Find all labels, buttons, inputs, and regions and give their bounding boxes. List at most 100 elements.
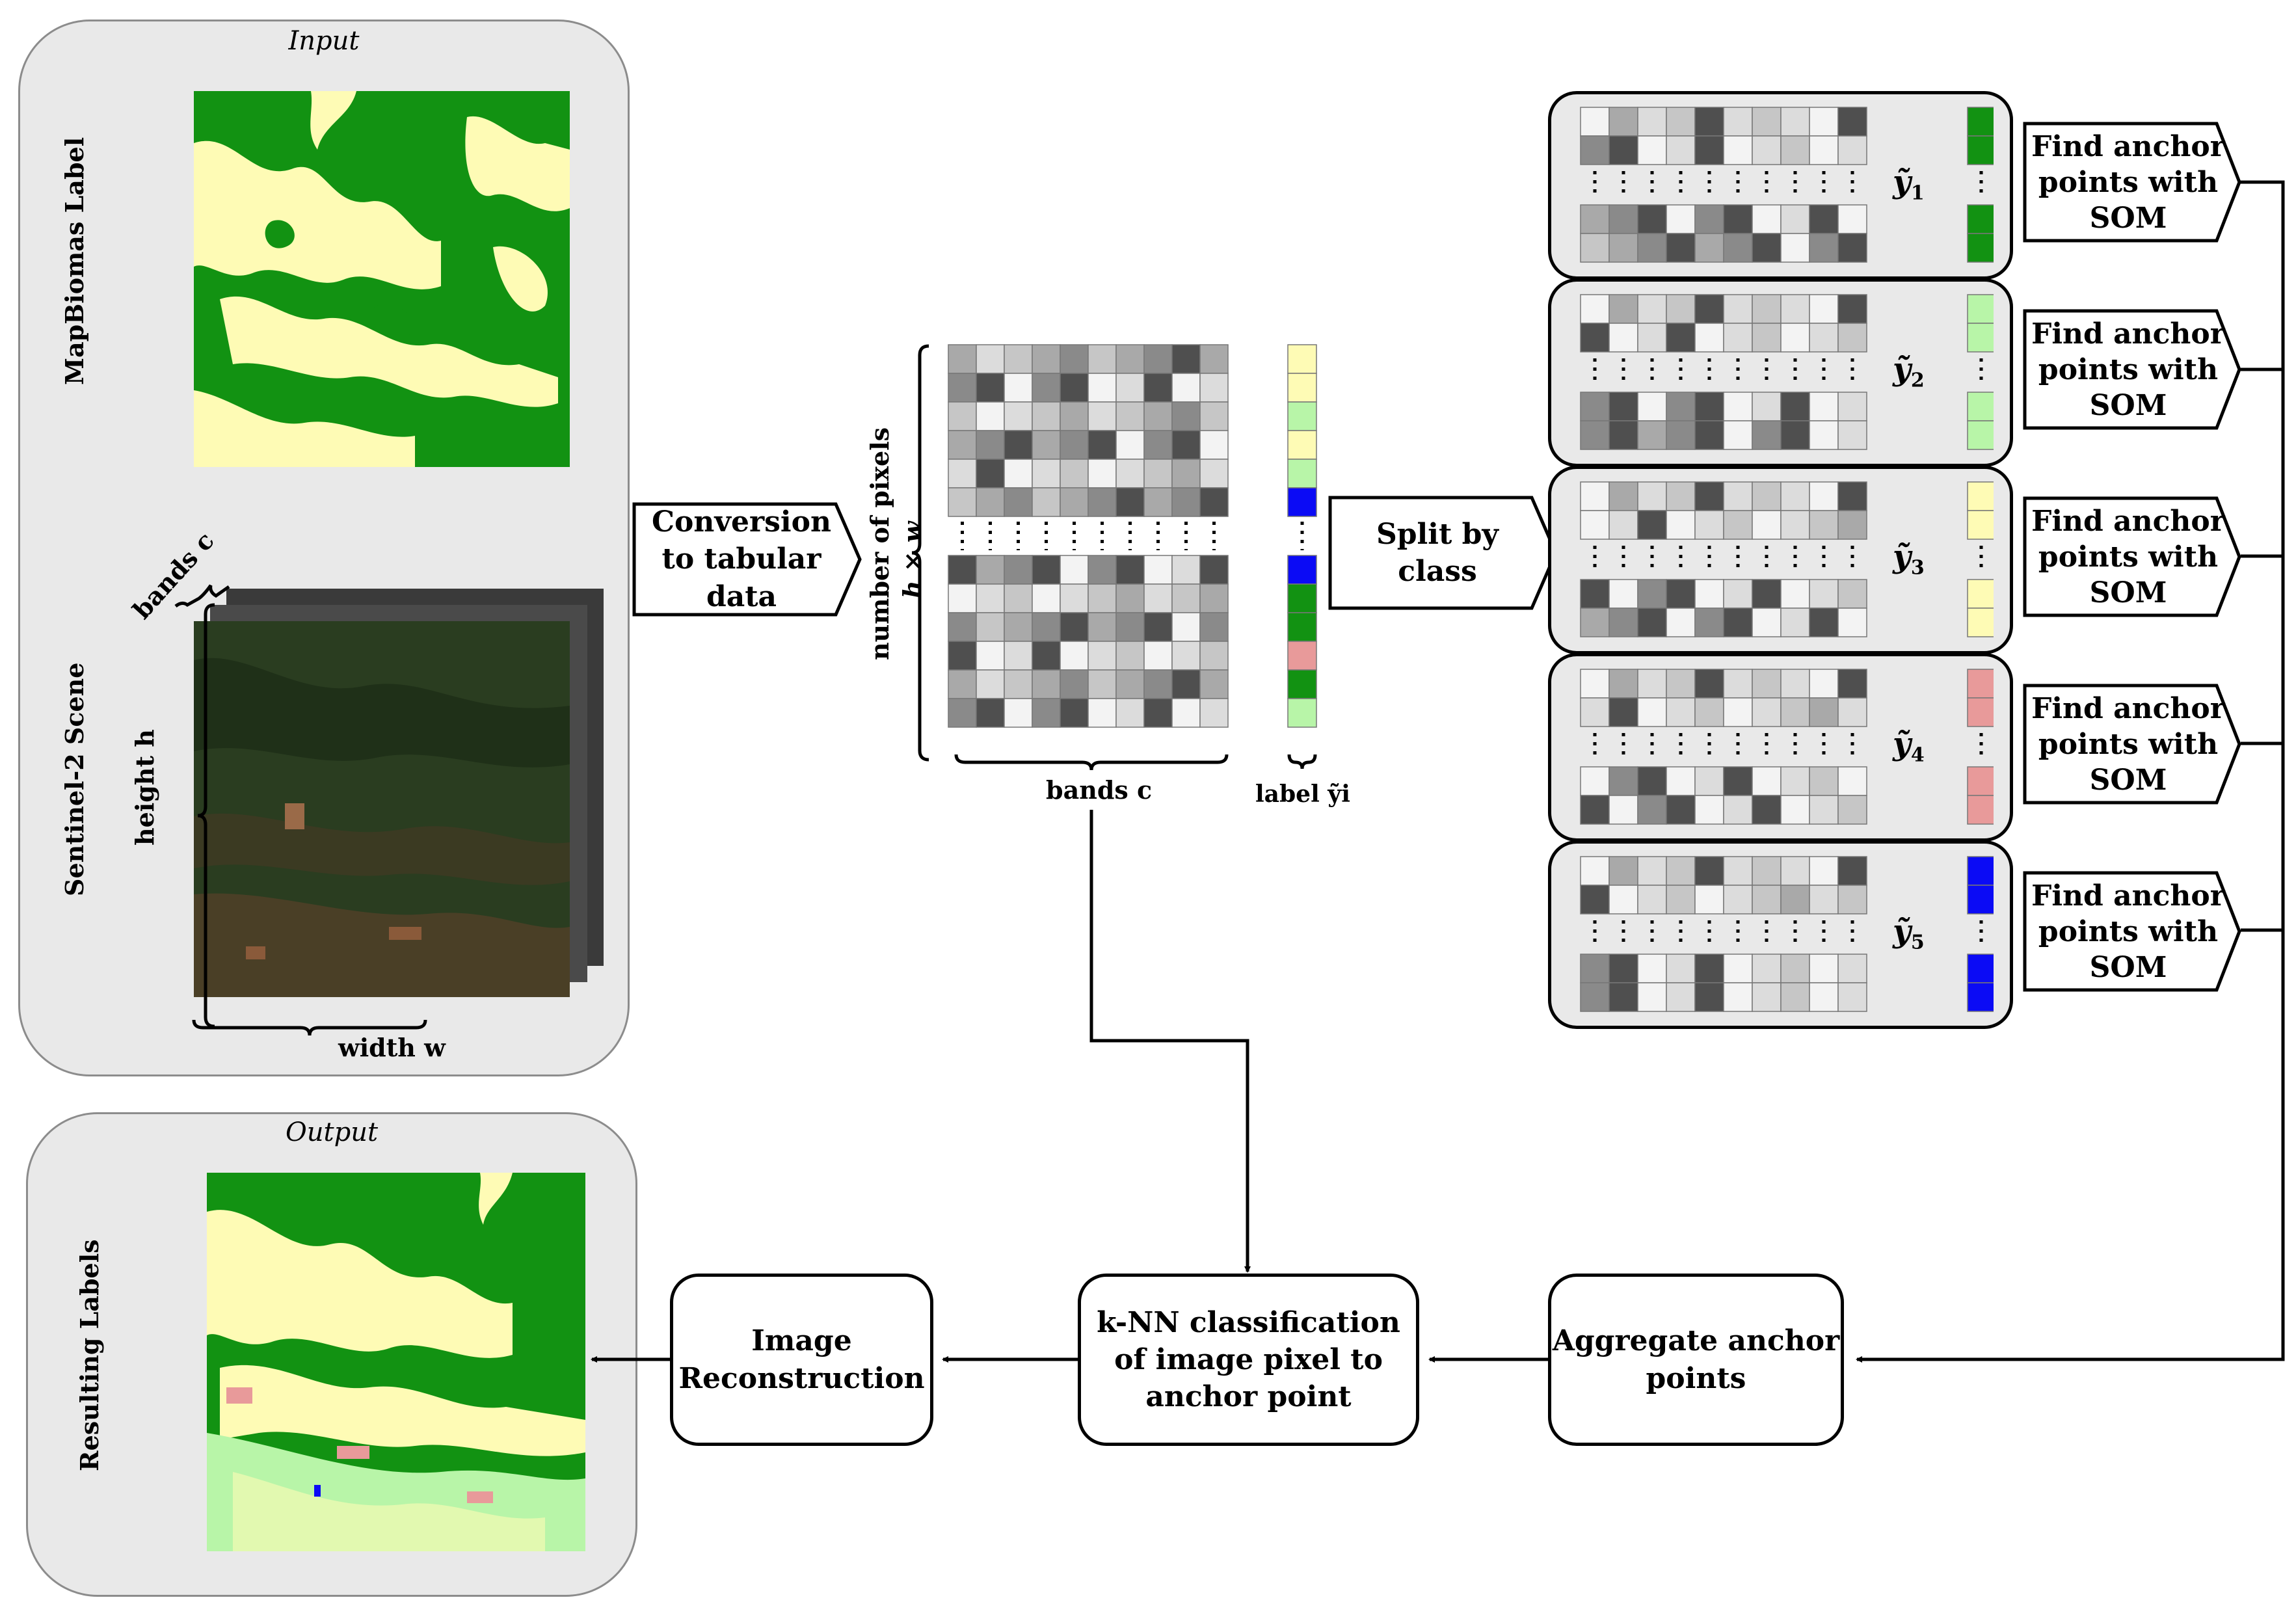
class-cell (1752, 204, 1782, 234)
class-cell (1723, 954, 1753, 983)
class-cell (1580, 481, 1610, 511)
table-cell (1143, 555, 1173, 585)
table-cell (1060, 373, 1089, 403)
class-cell (1609, 294, 1638, 324)
table-cell (1199, 487, 1229, 517)
table-cell (1199, 641, 1229, 671)
class-cell (1580, 982, 1610, 1012)
label-cell (1287, 641, 1317, 671)
class-cell (1666, 392, 1696, 421)
find-som-outline (2023, 496, 2241, 617)
class-cell (1694, 392, 1724, 421)
table-cell (1032, 555, 1061, 585)
class-cell (1837, 579, 1867, 609)
class-cell (1666, 294, 1696, 324)
class-symbol-index: 1 (1910, 181, 1925, 205)
class-symbol-letter: ỹ (1893, 164, 1911, 200)
table-cell (976, 583, 1005, 613)
class-table-5 (1580, 856, 1994, 1012)
table-cell (948, 373, 977, 403)
class-cell (1752, 669, 1782, 699)
table-cell (1199, 669, 1229, 699)
class-cell (1809, 510, 1839, 540)
class-cell (1837, 481, 1867, 511)
class-panel-3 (1548, 466, 2013, 654)
class-cell (1694, 766, 1724, 796)
class-table-2 (1580, 294, 1994, 450)
table-cell (1004, 459, 1033, 488)
table-cell (948, 669, 977, 699)
class-cell (1752, 510, 1782, 540)
table-cell (948, 487, 977, 517)
table-cell (1115, 430, 1145, 460)
table-cell (1060, 583, 1089, 613)
class-cell (1837, 294, 1867, 324)
class-cell (1723, 107, 1753, 137)
find-som-shape-1 (2023, 122, 2241, 243)
class-cell (1780, 481, 1810, 511)
class-cell (1723, 885, 1753, 914)
table-cell (1004, 344, 1033, 374)
class-cell (1666, 323, 1696, 353)
class-cell (1752, 392, 1782, 421)
split-step: Split by class (1376, 517, 1499, 588)
class-cell (1694, 669, 1724, 699)
class-cell (1809, 323, 1839, 353)
table-cell (1115, 669, 1145, 699)
table-cell (1115, 698, 1145, 728)
class-symbol-3: ỹ3 (1893, 539, 1925, 580)
class-cell (1580, 856, 1610, 886)
class-cell (1723, 510, 1753, 540)
label-cell (1287, 430, 1317, 460)
table-cell (1060, 401, 1089, 431)
class-cell (1752, 323, 1782, 353)
aggregate-step: Aggregate anchor points (1548, 1274, 1844, 1446)
class-cell (1637, 392, 1667, 421)
class-cell (1637, 579, 1667, 609)
class-cell (1609, 420, 1638, 450)
class-cell (1637, 669, 1667, 699)
class-cell (1637, 420, 1667, 450)
class-cell (1666, 766, 1696, 796)
table-cell (948, 430, 977, 460)
table-cell (1143, 430, 1173, 460)
table-cell (1088, 344, 1117, 374)
class-cell (1780, 323, 1810, 353)
table-cell (1088, 401, 1117, 431)
table-cell (1115, 344, 1145, 374)
table-cell (1199, 373, 1229, 403)
table-cell (1171, 459, 1201, 488)
class-cell (1694, 607, 1724, 637)
class-cell (1752, 856, 1782, 886)
find-som-shape-3 (2023, 496, 2241, 617)
table-cell (948, 344, 977, 374)
table-cell (1171, 583, 1201, 613)
table-cell (1032, 430, 1061, 460)
class-cell (1809, 795, 1839, 825)
class-label-cell (1967, 481, 1994, 511)
table-cell (1004, 401, 1033, 431)
class-label-cell (1967, 697, 1994, 727)
class-table-4 (1580, 669, 1994, 825)
rows-formula: h × w (898, 521, 927, 598)
output-label-image (207, 1173, 585, 1551)
label-cell (1287, 698, 1317, 728)
class-cell (1780, 795, 1810, 825)
label-cell (1287, 344, 1317, 374)
class-panel-4 (1548, 653, 2013, 842)
table-cell (1088, 641, 1117, 671)
table-cell (1171, 344, 1201, 374)
class-cell (1780, 579, 1810, 609)
class-cell (1723, 697, 1753, 727)
label-brace (1287, 754, 1317, 769)
class-cell (1580, 697, 1610, 727)
class-label-cell (1967, 607, 1994, 637)
class-cell (1837, 856, 1867, 886)
label-cell (1287, 612, 1317, 642)
table-cell (1199, 401, 1229, 431)
class-cell (1752, 885, 1782, 914)
class-cell (1723, 323, 1753, 353)
table-cell (976, 487, 1005, 517)
class-label-cell (1967, 885, 1994, 914)
